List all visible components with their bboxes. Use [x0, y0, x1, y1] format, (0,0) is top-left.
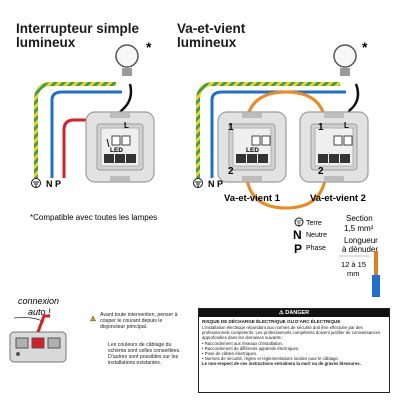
legend-n-symbol: N	[293, 228, 302, 242]
danger-header: ⚠ DANGER	[199, 309, 389, 317]
wire-legend: Terre N Neutre P Phase Section 1,5 mm² L…	[293, 214, 380, 297]
traveller-wire-bottom	[244, 167, 328, 210]
strip-title-1: Longueur	[344, 236, 378, 245]
warning-para1: Avant toute intervention, penser à coupe…	[100, 312, 178, 330]
danger-line: • Pose de câbles électriques.	[202, 351, 258, 357]
label-1-vv1: 1	[228, 122, 234, 133]
legend-neutre: Neutre	[306, 232, 327, 239]
phase-wire-simple	[62, 118, 96, 178]
title-simple: Interrupteur simple lumineux	[16, 22, 139, 50]
bulb-icon	[115, 44, 139, 76]
title-simple-line2: lumineux	[16, 35, 76, 50]
title-simple-line1: Interrupteur simple	[16, 21, 140, 36]
earth-wire-simple	[34, 82, 116, 178]
compat-note: *Compatible avec toutes les lampes	[30, 213, 157, 222]
legend-p-symbol: P	[294, 242, 302, 256]
earth-icon	[31, 178, 41, 188]
label-np-vv: N P	[208, 179, 223, 189]
switch-va-et-vient-1	[217, 111, 287, 183]
label-led-vv1: LED	[246, 147, 259, 154]
legend-phase: Phase	[306, 245, 326, 252]
title-vv-line1: Va-et-vient	[177, 21, 246, 36]
label-np-simple: N P	[46, 179, 61, 189]
asterisk-simple: *	[146, 39, 152, 55]
wire-insulation-sample	[372, 275, 380, 297]
lamp-wire-vv	[340, 83, 360, 134]
title-va-et-vient: Va-et-vient lumineux	[177, 22, 245, 50]
danger-line: Le non-respect de ces instructions entra…	[202, 361, 361, 367]
label-2-vv1: 2	[228, 166, 234, 177]
wiring-diagram: * L LED N P *	[30, 39, 380, 297]
neutral-wire-vv	[210, 90, 346, 178]
warning-block: Avant toute intervention, penser à coupe…	[90, 312, 182, 366]
warning-para2: Les couleurs de câblage du schéma sont c…	[108, 342, 181, 366]
switch-simple	[85, 111, 155, 183]
caption-vv2: Va-et-vient 2	[310, 193, 366, 204]
legend-terre: Terre	[306, 220, 322, 227]
label-L-vv2: L	[344, 121, 349, 130]
strip-title-2: à dénuder	[342, 245, 378, 254]
strip-value-1: 12 à 15	[341, 260, 366, 269]
danger-line: • Normes de sécurité, règles et réglemen…	[202, 356, 339, 362]
earth-wire-vv	[196, 82, 340, 178]
danger-line: • Raccordement aux réseaux d'installatio…	[202, 340, 284, 346]
label-1-vv2: 1	[318, 122, 324, 133]
asterisk-vv: *	[362, 39, 368, 55]
neutral-wire-simple	[50, 90, 122, 178]
danger-line: L'installation électrique répondant aux …	[202, 325, 381, 341]
traveller-wire-top	[244, 90, 328, 131]
connexion-auto-line2: auto !	[28, 307, 51, 317]
strip-value-2: mm	[347, 269, 360, 278]
danger-panel: ⚠ DANGER RISQUE DE DÉCHARGE ÉLECTRIQUE O…	[198, 308, 390, 393]
caption-vv1: Va-et-vient 1	[224, 193, 281, 204]
switch-va-et-vient-2	[299, 111, 369, 183]
bulb-icon	[333, 44, 357, 76]
section-value: 1,5 mm²	[344, 224, 374, 233]
danger-body: L'installation électrique répondant aux …	[199, 325, 389, 367]
section-title: Section	[346, 214, 373, 223]
connexion-auto-illustration: connexion auto !	[9, 296, 67, 363]
earth-icon	[193, 178, 203, 188]
connexion-auto-line1: connexion	[18, 296, 59, 306]
title-vv-line2: lumineux	[177, 35, 237, 50]
danger-line: • Raccordement de différents appareils é…	[202, 345, 300, 351]
wire-copper-sample	[374, 251, 378, 275]
label-L-simple: L	[124, 121, 129, 130]
warning-triangle-icon	[90, 315, 96, 322]
label-2-vv2: 2	[318, 166, 324, 177]
danger-title: RISQUE DE DÉCHARGE ÉLECTRIQUE OU D'ARC É…	[202, 319, 341, 324]
label-led-simple: LED	[110, 147, 123, 154]
lamp-wire-simple	[110, 83, 133, 139]
